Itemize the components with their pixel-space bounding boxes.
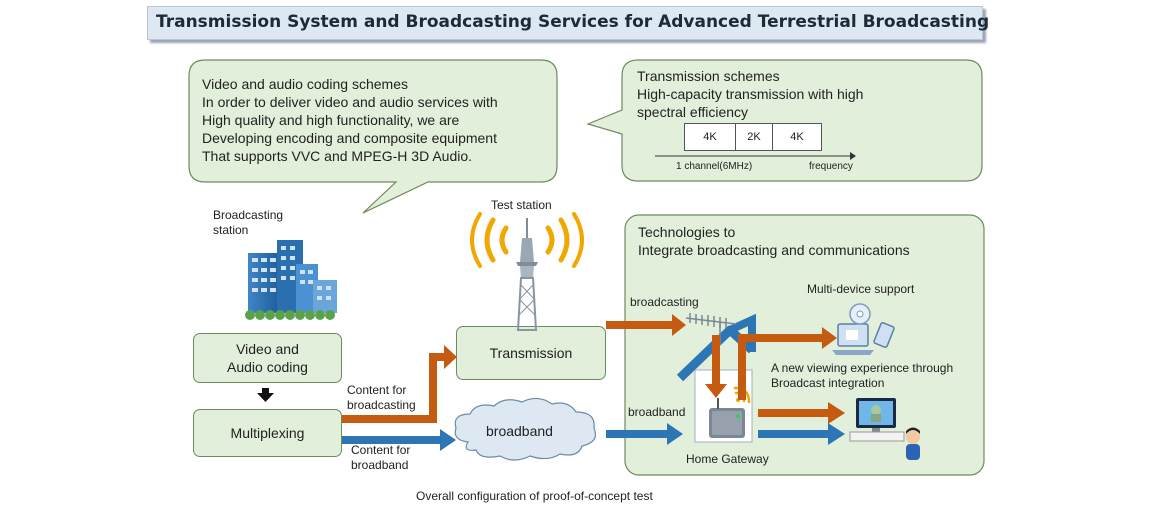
caption: Overall configuration of proof-of-concep… [416, 489, 653, 503]
broadcast-arrows [342, 314, 845, 424]
spectrum-block: 2K [735, 123, 773, 151]
box-line: Video and [236, 341, 299, 357]
router-icon [709, 398, 745, 438]
panel-broadcasting-label: broadcasting [630, 295, 699, 309]
cloud-icon [454, 397, 597, 461]
home-gateway-label: Home Gateway [686, 452, 769, 466]
broadcast-tower-icon [516, 218, 538, 331]
spectrum-block: 4K [772, 123, 822, 151]
channel-label: 1 channel(6MHz) [676, 161, 753, 172]
integration-heading: Technologies to Integrate broadcasting a… [638, 223, 910, 259]
label-line: Content for [351, 443, 411, 457]
broadband-cloud-label: broadband [486, 423, 553, 439]
transmission-callout-heading: Transmission schemes [637, 68, 780, 84]
transmission-label: Transmission [489, 345, 573, 361]
video-callout-bubble [188, 59, 558, 214]
video-callout-heading: Video and audio coding schemes [202, 76, 409, 92]
label-line: Broadcast integration [771, 376, 885, 390]
tv-icon [849, 398, 905, 442]
frequency-axis [655, 152, 856, 160]
viewer-person-icon [906, 427, 920, 460]
video-audio-coding-box: Video and Audio coding [193, 333, 342, 383]
down-arrow-icon [257, 388, 274, 402]
transmission-callout-line: High-capacity transmission with high [637, 86, 864, 102]
laptop-icon [832, 323, 874, 355]
disc-icon [849, 303, 871, 325]
broadcasting-station-label: Broadcasting station [213, 208, 283, 238]
smartphone-icon [873, 322, 895, 348]
viewing-experience-label: A new viewing experience through Broadca… [771, 361, 953, 391]
transmission-callout-text: Transmission schemes High-capacity trans… [637, 67, 863, 121]
video-callout-line: That supports VVC and MPEG-H 3D Audio. [202, 148, 473, 164]
box-line: Audio coding [227, 359, 308, 375]
label-line: broadband [351, 458, 409, 472]
transmission-callout-line: spectral efficiency [637, 104, 749, 120]
multi-device-label: Multi-device support [807, 282, 915, 296]
multiplexing-box: Multiplexing [193, 409, 342, 457]
panel-broadband-label: broadband [628, 405, 686, 419]
content-broadband-label: Content for broadband [351, 443, 410, 473]
label-line: station [213, 223, 249, 237]
office-building-icon [245, 240, 337, 320]
spectrum-block: 4K [684, 123, 736, 151]
content-broadcasting-label: Content for broadcasting [347, 383, 416, 413]
video-callout-line: Developing encoding and composite equipm… [202, 130, 497, 146]
video-callout-text: Video and audio coding schemes In order … [202, 75, 498, 165]
multiplexing-label: Multiplexing [230, 425, 305, 441]
page-title: Transmission System and Broadcasting Ser… [156, 12, 990, 32]
broadband-arrows [342, 423, 845, 451]
label-line: A new viewing experience through [771, 361, 954, 375]
video-callout-line: In order to deliver video and audio serv… [202, 94, 498, 110]
frequency-axis-label: frequency [809, 161, 853, 172]
video-callout-line: High quality and high functionality, we … [202, 112, 460, 128]
label-line: broadcasting [347, 398, 416, 412]
transmission-box: Transmission [456, 326, 606, 380]
title-bar: Transmission System and Broadcasting Ser… [147, 6, 989, 40]
test-station-label: Test station [491, 198, 552, 212]
label-line: Broadcasting [213, 208, 284, 222]
radio-wave-icon [470, 212, 584, 268]
label-line: Content for [347, 383, 407, 397]
integration-heading-line: Integrate broadcasting and communication… [638, 242, 910, 258]
integration-heading-line: Technologies to [638, 224, 736, 240]
